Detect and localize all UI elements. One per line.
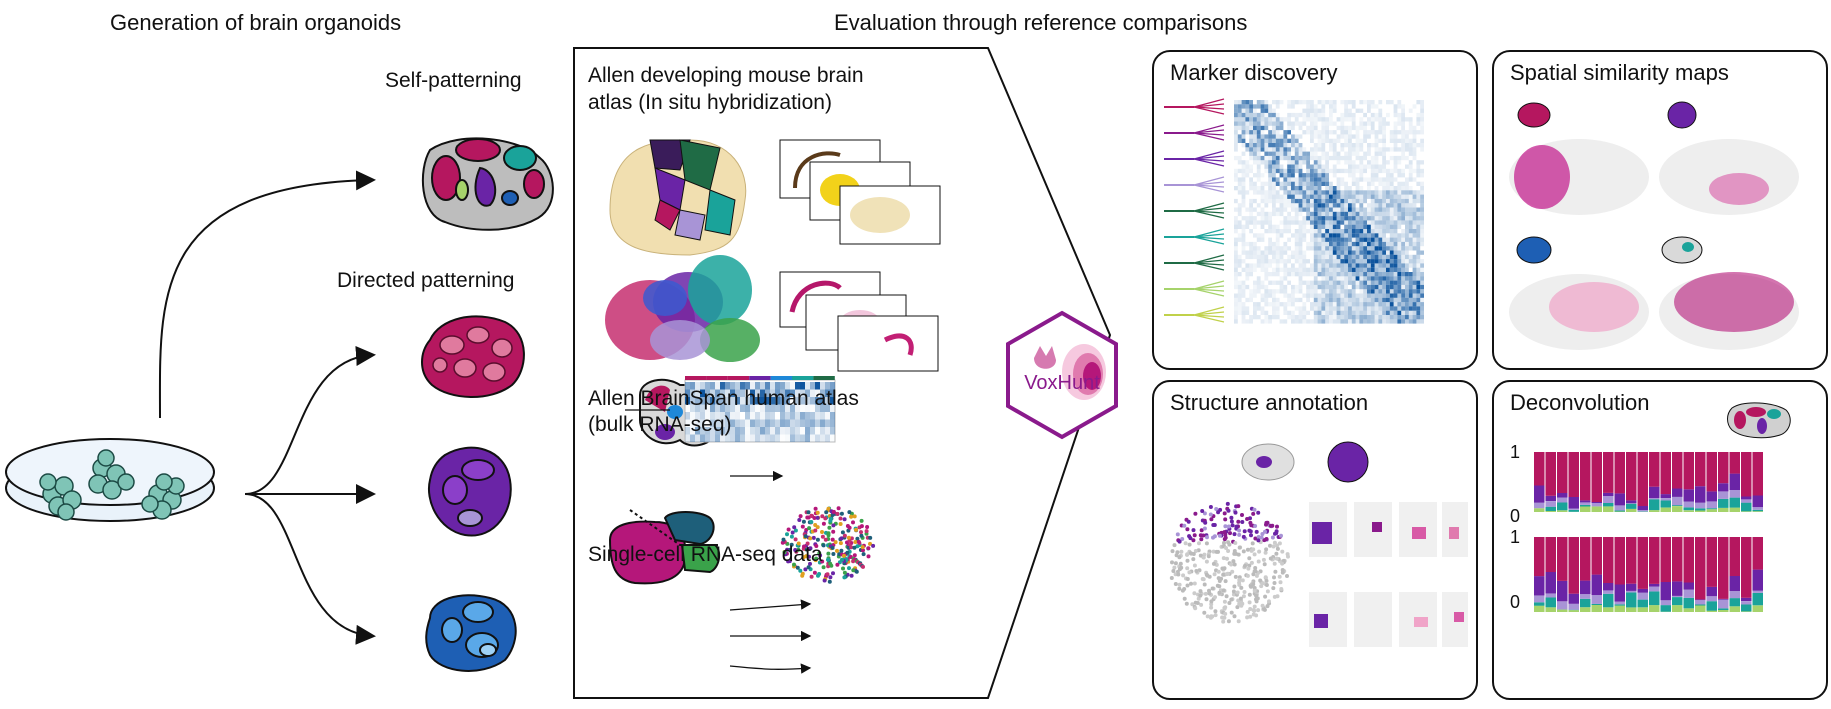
organoid-thumb-self-icon [1241, 443, 1295, 481]
voxhunt-logo-text: VoxHunt [1024, 372, 1100, 394]
panel-title-structure: Structure annotation [1170, 390, 1369, 415]
umap-icon [780, 506, 876, 584]
organoid-purple-icon [427, 446, 512, 537]
similarity-map-1 [1509, 139, 1649, 215]
structure-annotation-plot [1169, 441, 1468, 647]
bulk-heatmap-icon [625, 376, 836, 443]
label-directed-patterning: Directed patterning [337, 269, 515, 292]
similarity-map-3 [1509, 274, 1649, 350]
organoid-magenta-icon [421, 315, 525, 398]
panel-title-spatial: Spatial similarity maps [1510, 60, 1729, 85]
umap-structure [1169, 501, 1290, 624]
panel-deconvolution: Deconvolution 1 0 1 0 [1492, 380, 1828, 700]
voxhunt-fox-icon [1034, 344, 1106, 400]
label-self-patterning: Self-patterning [385, 69, 522, 92]
header-generation: Generation of brain organoids [110, 10, 402, 35]
organoid-thumb-purple-icon [1327, 441, 1369, 483]
ish-sections-icon [779, 139, 941, 245]
panel-spatial-similarity: Spatial similarity maps [1492, 50, 1828, 370]
organoid-thumb-magenta-icon [1517, 102, 1551, 128]
organoid-self-patterned-icon [421, 137, 554, 231]
marker-heatmap [1164, 98, 1424, 324]
panel-marker-discovery: Marker discovery [1152, 50, 1478, 370]
mouse-brain-atlas-icon [609, 139, 747, 256]
similarity-map-2 [1659, 139, 1799, 215]
arrow-directed-3 [244, 493, 376, 645]
panel-title-marker: Marker discovery [1170, 60, 1338, 85]
single-cell-source-icon [608, 509, 721, 585]
organoid-thumb-blue-icon [1516, 236, 1552, 264]
reference-arrows [729, 470, 812, 674]
petri-dish-icon [5, 438, 215, 522]
deconv-axis-bottom-2: 0 [1510, 592, 1521, 612]
expression-sections-icon [779, 271, 939, 372]
panel-title-deconv: Deconvolution [1510, 390, 1650, 415]
header-evaluation: Evaluation through reference comparisons [834, 10, 1248, 35]
deconvolution-bars [1534, 452, 1763, 612]
label-allen-mouse: Allen developing mouse brain atlas (In s… [588, 64, 864, 114]
voxel-brain-icon [605, 255, 760, 362]
organoid-thumb-self-icon [1661, 236, 1703, 264]
organoid-blue-icon [425, 594, 517, 672]
reference-box [573, 47, 1112, 699]
deconv-axis-bottom-1: 0 [1510, 506, 1521, 526]
deconv-axis-top-2: 1 [1510, 527, 1521, 547]
organoid-thumb-self-icon [1727, 402, 1791, 439]
arrow-directed-1 [244, 346, 376, 495]
deconv-axis-top-1: 1 [1510, 442, 1521, 462]
organoid-thumb-purple-icon [1667, 101, 1697, 129]
organoid-generation-diagram [5, 137, 554, 672]
voxhunt-logo [1006, 310, 1118, 440]
label-single-cell: Single-cell RNA-seq data [588, 543, 823, 566]
similarity-map-4 [1659, 272, 1799, 350]
arrow-self-patterning [158, 170, 376, 419]
label-brainspan: Allen BrainSpan human atlas (bulk RNA-se… [588, 387, 859, 436]
section-grid [1309, 502, 1468, 647]
spatial-maps [1509, 101, 1799, 350]
panel-structure-annotation: Structure annotation [1152, 380, 1478, 700]
